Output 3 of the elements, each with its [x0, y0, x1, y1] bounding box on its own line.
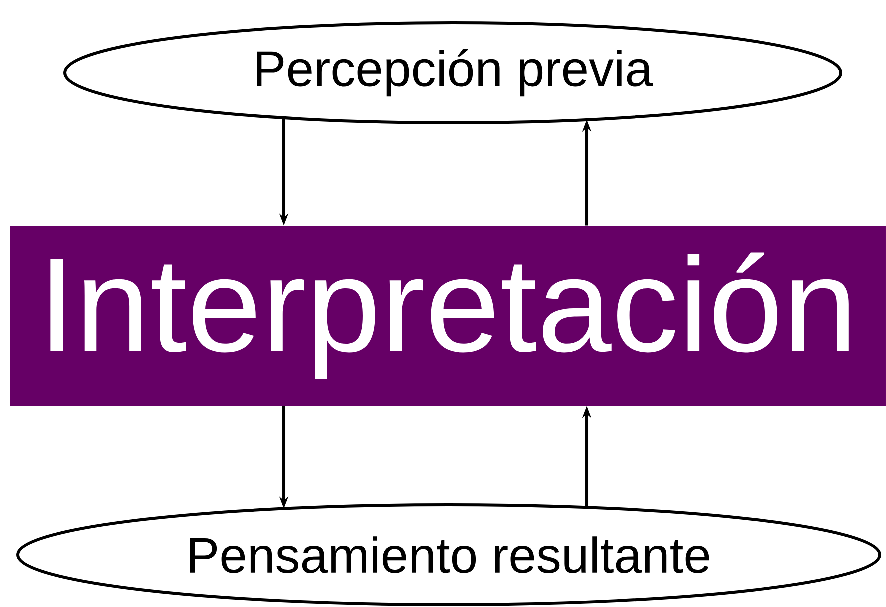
- ellipse-node: Percepción previa: [64, 22, 842, 124]
- process-box: Interpretación: [10, 226, 886, 406]
- ellipse-node: Pensamiento resultante: [16, 504, 882, 606]
